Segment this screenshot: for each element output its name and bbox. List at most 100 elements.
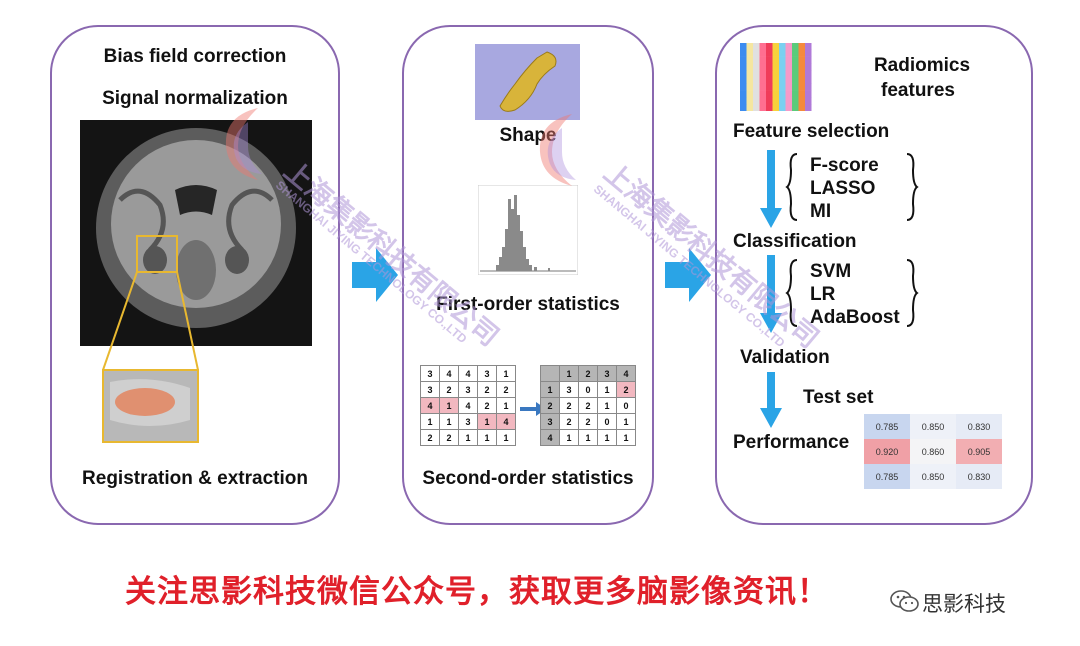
- glcm-header-cell: 4: [616, 365, 636, 382]
- image-matrix-cell: 3: [420, 365, 440, 382]
- heatmap-cell: [811, 77, 818, 85]
- heatmap-cell: [798, 63, 806, 71]
- hippocampus-3d-shape: [499, 51, 557, 112]
- glcm-cell: 1: [616, 429, 636, 446]
- heatmap-cell: [792, 90, 799, 98]
- heatmap-cell: [798, 77, 806, 85]
- heatmap-cell: [746, 43, 754, 51]
- glcm-header-cell: 1: [559, 365, 579, 382]
- classifier-adaboost: AdaBoost: [810, 307, 900, 328]
- heatmap-cell: [766, 77, 773, 85]
- image-matrix-cell: 2: [496, 381, 516, 398]
- radiomics-feature-heatmap: [740, 43, 818, 111]
- image-matrix-cell: 1: [477, 413, 497, 430]
- heatmap-cell: [740, 104, 747, 111]
- heatmap-cell: [753, 77, 760, 85]
- heatmap-cell: [753, 43, 760, 51]
- heatmap-cell: [811, 70, 818, 78]
- performance-cell: 0.860: [910, 439, 956, 464]
- classification-label: Classification: [733, 231, 857, 252]
- glcm-cell: 2: [559, 397, 579, 414]
- heatmap-cell: [798, 49, 806, 57]
- heatmap-cell: [746, 49, 754, 57]
- heatmap-cell: [811, 56, 818, 64]
- glcm-cell: 2: [578, 397, 598, 414]
- flow-arrow-1: [352, 248, 398, 302]
- heatmap-cell: [772, 49, 780, 57]
- glcm-cell: 4: [540, 429, 560, 446]
- heatmap-cell: [779, 90, 786, 98]
- bias-field-correction-label: Bias field correction: [103, 46, 287, 67]
- heatmap-cell: [753, 83, 760, 91]
- heatmap-cell: [740, 77, 747, 85]
- glcm-header-cell: 2: [578, 365, 598, 382]
- performance-cell: 0.850: [910, 414, 956, 439]
- heatmap-cell: [811, 83, 818, 91]
- brain-mri-figure: [80, 120, 312, 443]
- glcm-cell: 1: [559, 429, 579, 446]
- heatmap-cell: [746, 104, 754, 111]
- glcm-cell: 0: [578, 381, 598, 398]
- classifier-lr: LR: [810, 284, 836, 305]
- heatmap-cell: [753, 56, 760, 64]
- glcm-cell: 1: [616, 413, 636, 430]
- image-matrix-cell: 3: [420, 381, 440, 398]
- heatmap-cell: [746, 77, 754, 85]
- heatmap-cell: [759, 77, 767, 85]
- heatmap-cell: [805, 104, 812, 111]
- watermark-logo-right: [539, 114, 576, 186]
- image-matrix-cell: 4: [458, 397, 478, 414]
- flow-arrow-2: [665, 248, 711, 302]
- ventricles: [175, 185, 217, 215]
- image-matrix-cell: 1: [439, 413, 459, 430]
- heatmap-cell: [759, 83, 767, 91]
- heatmap-cell: [753, 70, 760, 78]
- registration-extraction-label: Registration & extraction: [82, 468, 308, 489]
- glcm-cell: 1: [597, 397, 617, 414]
- wechat-icon: [890, 590, 919, 612]
- glcm-cell: 2: [559, 413, 579, 430]
- heatmap-cell: [753, 63, 760, 71]
- heatmap-cell: [779, 97, 786, 105]
- heatmap-cell: [759, 97, 767, 105]
- glcm-cell: 2: [616, 381, 636, 398]
- heatmap-cell: [792, 104, 799, 111]
- heatmap-cell: [772, 63, 780, 71]
- glcm-cell: 1: [597, 429, 617, 446]
- down-arrow-2: [760, 255, 782, 333]
- down-arrow-1: [760, 150, 782, 228]
- heatmap-cell: [811, 43, 818, 51]
- image-matrix-cell: 2: [477, 397, 497, 414]
- image-matrix-cell: 4: [439, 365, 459, 382]
- heatmap-cell: [798, 83, 806, 91]
- heatmap-cell: [759, 63, 767, 71]
- heatmap-cell: [792, 63, 799, 71]
- heatmap-cell: [759, 104, 767, 111]
- heatmap-cell: [805, 70, 812, 78]
- glcm-cell: 2: [540, 397, 560, 414]
- method-fscore: F-score: [810, 155, 879, 176]
- heatmap-cell: [766, 70, 773, 78]
- performance-cell: 0.920: [864, 439, 910, 464]
- performance-cell: 0.830: [956, 464, 1002, 489]
- image-matrix-cell: 3: [477, 365, 497, 382]
- heatmap-cell: [805, 77, 812, 85]
- glcm-cell: 1: [578, 429, 598, 446]
- heatmap-cell: [753, 97, 760, 105]
- heatmap-cell: [772, 43, 780, 51]
- image-matrix-cell: 4: [496, 413, 516, 430]
- histogram-figure: [478, 185, 578, 275]
- heatmap-cell: [740, 97, 747, 105]
- heatmap-cell: [766, 63, 773, 71]
- signal-normalization-label: Signal normalization: [102, 88, 288, 109]
- image-matrix-cell: 1: [439, 397, 459, 414]
- heatmap-cell: [779, 104, 786, 111]
- heatmap-cell: [772, 104, 780, 111]
- second-order-statistics-label: Second-order statistics: [422, 468, 634, 489]
